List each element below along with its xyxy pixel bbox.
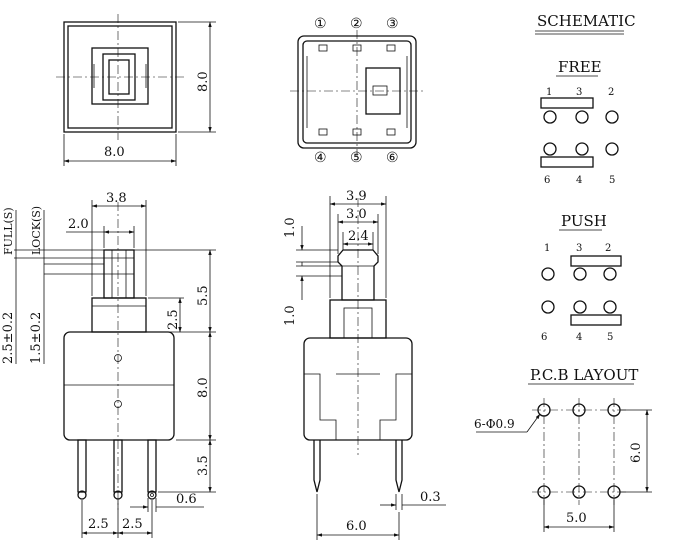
schematic: SCHEMATIC FREE 1 3 2 6 4 5 PUSH 1 3 2 6: [474, 12, 652, 532]
total-top-label: 5.5: [196, 285, 211, 306]
side-mid-width-label: 3.0: [346, 207, 367, 222]
side-outer-width-label: 3.9: [346, 189, 367, 204]
top-view: 8.0 8.0: [56, 14, 216, 166]
free-title: FREE: [558, 58, 602, 76]
pin-3-label: ③: [386, 16, 399, 32]
free-label-3: 3: [576, 87, 582, 98]
pin-length-label: 3.5: [196, 455, 211, 476]
side-view: 3.9 3.0 2.4 1.0 1.0 0.3 6.0: [283, 189, 446, 540]
pcb-title: P.C.B LAYOUT: [530, 366, 638, 384]
free-label-4: 4: [576, 175, 582, 186]
front-width-label: 3.8: [106, 191, 127, 206]
schematic-title: SCHEMATIC: [537, 12, 636, 30]
side-bottom-height-label: 1.0: [283, 305, 298, 326]
pin-4-label: ④: [314, 150, 327, 166]
push-title: PUSH: [561, 212, 607, 230]
pin-5-label: ⑤: [350, 150, 363, 166]
push-label-2: 2: [605, 243, 611, 254]
stem-width-label: 2.0: [68, 217, 89, 232]
side-inner-width-label: 2.4: [348, 229, 369, 244]
side-top-height-label: 1.0: [283, 217, 298, 238]
push-label-3: 3: [576, 243, 582, 254]
stroke-lock-label: 1.5±0.2: [29, 312, 44, 364]
full-label: FULL(S): [2, 207, 15, 255]
free-label-6: 6: [544, 175, 550, 186]
lock-label: LOCK(S): [30, 206, 43, 255]
push-label-6: 6: [541, 332, 547, 343]
free-label-1: 1: [546, 87, 552, 98]
stroke-full-label: 2.5±0.2: [1, 312, 16, 364]
collar-label: 2.5: [166, 309, 181, 330]
top-height-label: 8.0: [196, 71, 211, 92]
free-label-5: 5: [609, 175, 615, 186]
pin-1-label: ①: [314, 16, 327, 32]
pin-thickness-label: 0.3: [420, 490, 441, 505]
pcb-height-label: 6.0: [629, 442, 644, 463]
side-pitch-label: 6.0: [346, 519, 367, 534]
pitch-1-label: 2.5: [88, 517, 109, 532]
top-width-label: 8.0: [104, 145, 125, 160]
bottom-view: ① ② ③ ④ ⑤ ⑥: [290, 16, 424, 166]
free-label-2: 2: [608, 87, 614, 98]
push-label-4: 4: [576, 332, 582, 343]
body-height-label: 8.0: [196, 377, 211, 398]
pin-6-label: ⑥: [386, 150, 399, 166]
push-label-5: 5: [607, 332, 613, 343]
pin-2-label: ②: [350, 16, 363, 32]
push-label-1: 1: [544, 243, 550, 254]
pin-dia-label: 0.6: [176, 492, 197, 507]
pitch-2-label: 2.5: [122, 517, 143, 532]
front-view: 3.8 2.0 FULL(S) LOCK(S) 2.5±0.2 1.5±0.2 …: [1, 191, 216, 538]
pcb-width-label: 5.0: [566, 511, 587, 526]
pcb-hole-label: 6-Φ0.9: [474, 417, 515, 431]
